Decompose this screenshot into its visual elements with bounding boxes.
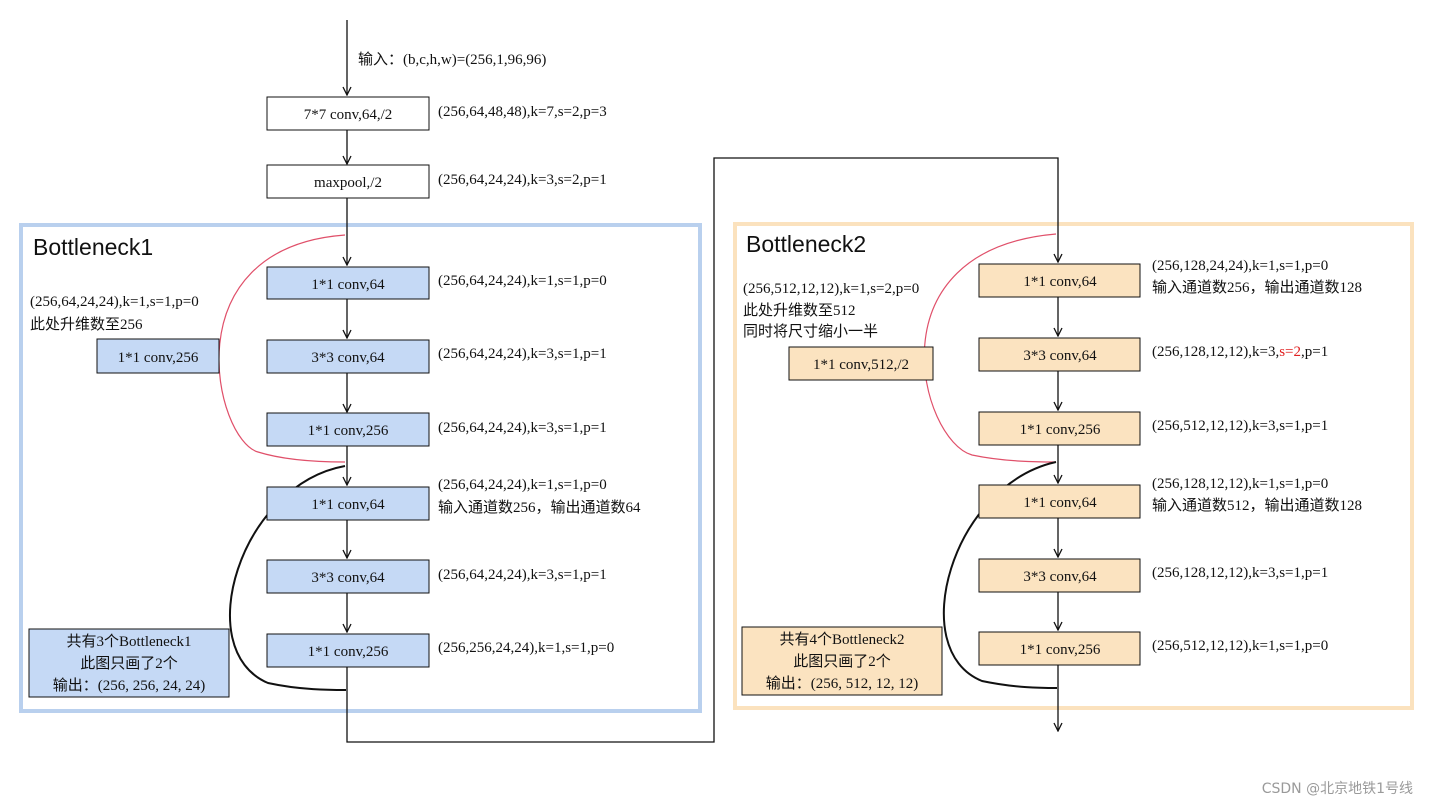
b1-note: (256,64,24,24),k=3,s=1,p=1 <box>438 346 607 362</box>
b1-shortcut-note: 此处升维数至256 <box>30 316 143 333</box>
b2-box-label: 1*1 conv,256 <box>1020 642 1101 658</box>
skip-curve-1 <box>218 234 346 463</box>
b2-summary-text: 共有4个Bottleneck2 <box>780 631 905 648</box>
b1-box-label: 1*1 conv,64 <box>311 497 385 513</box>
b2-conv-box <box>978 263 1141 298</box>
b2-summary-text: 输出：(256, 512, 12, 12) <box>766 675 919 692</box>
b1-box-label: 1*1 conv,64 <box>311 277 385 293</box>
b2-note: (256,128,12,12),k=1,s=1,p=0 <box>1152 476 1328 492</box>
b1-summary-text: 共有3个Bottleneck1 <box>67 633 192 650</box>
b2-note: 输入通道数256，输出通道数128 <box>1152 279 1362 296</box>
b1-note: (256,64,24,24),k=1,s=1,p=0 <box>438 273 607 289</box>
b2-summary-text: 此图只画了2个 <box>793 653 891 670</box>
b1-note: 输入通道数256，输出通道数64 <box>438 499 641 516</box>
b2-box-label: 3*3 conv,64 <box>1023 348 1097 364</box>
b2-note: (256,128,12,12),k=3,s=1,p=1 <box>1152 565 1328 581</box>
b1-summary-text: 输出：(256, 256, 24, 24) <box>53 677 206 694</box>
bottleneck1-frame <box>19 223 702 713</box>
stem-conv-note: (256,64,48,48),k=7,s=2,p=3 <box>438 104 607 120</box>
b1-shortcut-note: (256,64,24,24),k=1,s=1,p=0 <box>30 294 199 310</box>
b1-note: (256,256,24,24),k=1,s=1,p=0 <box>438 640 614 656</box>
b2-box-label: 3*3 conv,64 <box>1023 569 1097 585</box>
b2-summary-box <box>741 626 943 696</box>
b2-note: (256,512,12,12),k=3,s=1,p=1 <box>1152 418 1328 434</box>
b2-note: 输入通道数512，输出通道数128 <box>1152 497 1362 514</box>
watermark: CSDN @北京地铁1号线 <box>1262 781 1413 797</box>
b2-shortcut-note: (256,512,12,12),k=1,s=2,p=0 <box>743 281 919 297</box>
b1-conv-box <box>266 412 430 447</box>
b1-box-label: 1*1 conv,256 <box>308 644 389 660</box>
b1-conv-box <box>266 486 430 521</box>
b1-box-label: 3*3 conv,64 <box>311 350 385 366</box>
b1-shortcut-label: 1*1 conv,256 <box>118 350 199 366</box>
stem-pool-box <box>266 164 430 199</box>
b1-note: (256,64,24,24),k=3,s=1,p=1 <box>438 420 607 436</box>
b1-conv-box <box>266 633 430 668</box>
b2-shortcut-box <box>788 346 934 381</box>
stride-highlight: s=2 <box>1279 344 1301 360</box>
b1-summary-text: 此图只画了2个 <box>80 655 178 672</box>
b2-conv-box <box>978 484 1141 519</box>
b1-shortcut-box <box>96 338 220 374</box>
b1-note: (256,64,24,24),k=1,s=1,p=0 <box>438 477 607 493</box>
b1-box-label: 3*3 conv,64 <box>311 570 385 586</box>
b2-conv-box <box>978 411 1141 446</box>
skip-curve-3 <box>923 233 1057 463</box>
b2-shortcut-note: 同时将尺寸缩小一半 <box>743 323 878 340</box>
b2-conv-box <box>978 558 1141 593</box>
bottleneck2-frame <box>733 222 1414 710</box>
b1-conv-box <box>266 559 430 594</box>
b1-conv-box <box>266 266 430 300</box>
b1-note: (256,64,24,24),k=3,s=1,p=1 <box>438 567 607 583</box>
stem-pool-label: maxpool,/2 <box>314 175 382 191</box>
b2-note-with-highlight: (256,128,12,12),k=3,s=2,p=1 <box>1152 344 1328 360</box>
b2-note: (256,128,24,24),k=1,s=1,p=0 <box>1152 258 1328 274</box>
b2-box-label: 1*1 conv,256 <box>1020 422 1101 438</box>
b1-box-label: 1*1 conv,256 <box>308 423 389 439</box>
stem-pool-note: (256,64,24,24),k=3,s=2,p=1 <box>438 172 607 188</box>
bottleneck2-title: Bottleneck2 <box>746 231 866 257</box>
b1-summary-box <box>28 628 230 698</box>
input-label: 输入：(b,c,h,w)=(256,1,96,96) <box>358 51 546 68</box>
b2-note: (256,512,12,12),k=1,s=1,p=0 <box>1152 638 1328 654</box>
b2-conv-box <box>978 631 1141 666</box>
b2-box-label: 1*1 conv,64 <box>1023 274 1097 290</box>
b2-box-label: 1*1 conv,64 <box>1023 495 1097 511</box>
bottleneck1-title: Bottleneck1 <box>33 234 153 260</box>
b2-shortcut-label: 1*1 conv,512,/2 <box>813 357 909 373</box>
stem-conv-box <box>266 96 430 131</box>
b1-conv-box <box>266 339 430 374</box>
b2-shortcut-note: 此处升维数至512 <box>743 302 856 319</box>
stem-conv-label: 7*7 conv,64,/2 <box>304 107 393 123</box>
connector-line <box>346 157 1058 743</box>
b2-conv-box <box>978 337 1141 372</box>
